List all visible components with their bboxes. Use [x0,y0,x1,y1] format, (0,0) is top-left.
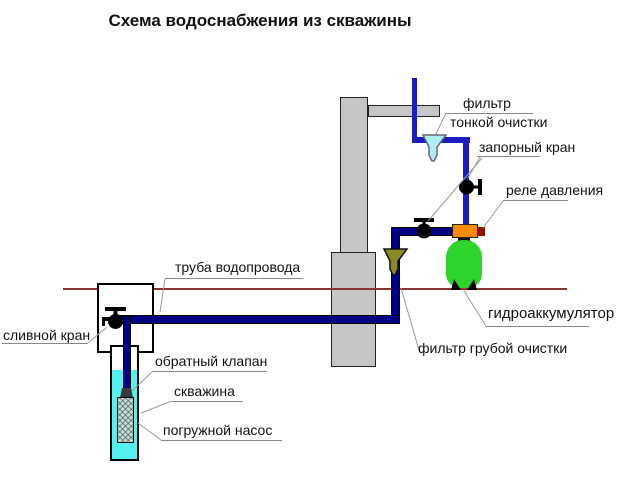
label-pump: погружной насос [163,422,273,438]
pipe-well-drop [123,316,131,391]
pipe-from-well [112,315,400,324]
leader-shutoff-upper [467,156,481,179]
label-fine-filter-line2: тонкой очистки [450,114,548,130]
underline-shutoff-valve [477,156,540,157]
diagram-title: Схема водоснабжения из скважины [108,11,412,30]
label-fine-filter-line1: фильтр [463,95,511,111]
label-coarse-filter: фильтр грубой очистки [418,340,568,356]
underline-well [172,401,243,402]
leader-coarse-filter [400,287,420,351]
label-drain-valve: сливной кран [3,327,91,343]
hydroaccumulator-tank [446,240,482,288]
submersible-pump [117,397,134,443]
pipe-coarse-filter-riser [391,227,400,324]
leader-accumulator [463,290,487,327]
house-wall-lower [331,252,376,367]
house-wall-upper [340,97,368,253]
pressure-switch-body [452,224,478,238]
underline-pump [161,440,282,441]
label-shutoff-valve: запорный кран [479,139,576,155]
shutoff-valve-upper-handle-bar [478,179,482,195]
pressure-switch-knob [478,227,485,236]
label-well: скважина [174,383,235,399]
pipe-to-house [412,78,417,143]
leader-shutoff-lower [427,157,483,222]
leader-pressure-switch [482,200,504,229]
label-accumulator: гидроаккумулятор [488,305,615,322]
house-wall-shelf [368,105,440,117]
underline-water-pipe [165,278,303,279]
label-water-pipe: труба водопровода [175,259,301,275]
leader-pump [137,422,162,441]
underline-accumulator [486,326,589,327]
label-pressure-switch: реле давления [506,182,604,198]
leader-well [140,400,173,414]
underline-check-valve [153,371,267,372]
underline-drain-valve [2,343,88,344]
ground-level-line [63,288,567,290]
label-check-valve: обратный клапан [155,353,268,369]
pipe-house-horizontal [412,137,470,143]
pipe-house-riser [463,137,469,226]
shutoff-valve-lower-handle-bar [414,218,434,222]
pipe-main-horizontal [391,227,454,236]
underline-pressure-switch [503,200,568,201]
underline-fine-filter [446,113,533,114]
check-valve-symbol [120,388,133,398]
leader-water-pipe [159,278,166,313]
